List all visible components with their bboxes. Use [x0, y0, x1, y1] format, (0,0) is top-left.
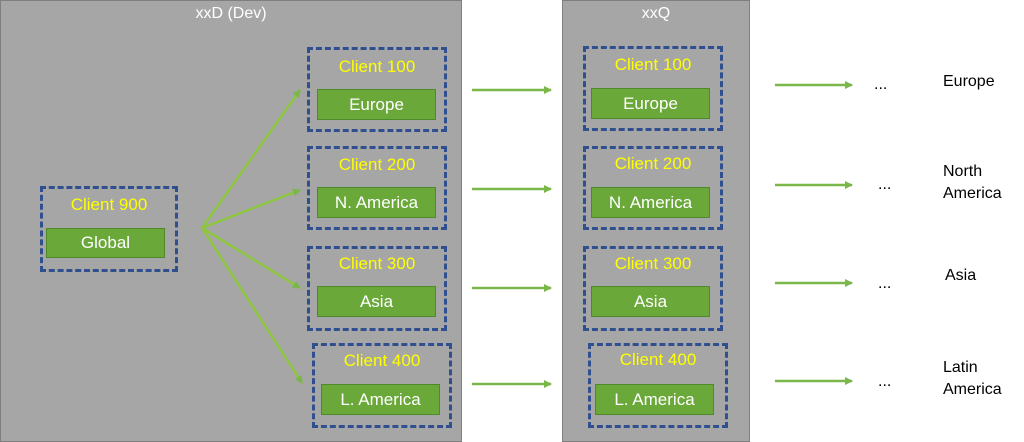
client-900-box: Client 900 Global	[40, 186, 178, 272]
qa-client-300-label: Client 300	[614, 254, 692, 273]
qa-client-400-label: Client 400	[619, 350, 697, 369]
dev-client-300-box: Client 300 Asia	[307, 246, 447, 331]
dev-client-300-label: Client 300	[338, 254, 416, 273]
qa-client-200-box: Client 200 N. America	[583, 146, 723, 230]
ellipsis-latin-america: ...	[878, 373, 892, 390]
fanout-arrow-client-400	[200, 227, 304, 384]
qa-system-panel: xxQ	[562, 0, 750, 442]
dev-system-panel: xxD (Dev)	[0, 0, 462, 442]
ellipsis-europe: ...	[874, 76, 888, 93]
qa-latin-america-region-box: L. America	[595, 384, 714, 415]
target-label-north-america-line2: America	[943, 185, 1002, 202]
qa-client-100-label: Client 100	[614, 55, 692, 74]
target-label-latin-america-line2: America	[943, 381, 1002, 398]
qa-system-title: xxQ	[641, 5, 671, 22]
target-label-asia-line1: Asia	[945, 267, 977, 284]
fanout-arrow-client-100	[200, 89, 302, 229]
dev-north-america-region-box: N. America	[317, 187, 436, 218]
dev-client-100-box: Client 100 Europe	[307, 47, 447, 132]
qa-client-200-label: Client 200	[614, 154, 692, 173]
dev-client-400-label: Client 400	[343, 351, 421, 370]
dev-client-200-box: Client 200 N. America	[307, 146, 447, 230]
global-region-box: Global	[46, 228, 165, 258]
target-label-north-america: North America	[943, 161, 1002, 205]
dev-europe-region-box: Europe	[317, 89, 436, 120]
dev-client-100-label: Client 100	[338, 57, 416, 76]
fanout-arrow-client-200	[201, 188, 301, 230]
qa-client-300-box: Client 300 Asia	[583, 246, 723, 331]
fanout-arrow-client-300	[201, 226, 301, 290]
ellipsis-asia: ...	[878, 275, 892, 292]
client-900-label: Client 900	[70, 195, 148, 214]
target-label-europe: Europe	[943, 71, 995, 93]
dev-client-400-box: Client 400 L. America	[312, 343, 452, 428]
ellipsis-north-america: ...	[878, 176, 892, 193]
dev-latin-america-region-box: L. America	[321, 384, 440, 415]
qa-asia-region-box: Asia	[591, 286, 710, 317]
qa-client-400-box: Client 400 L. America	[588, 343, 728, 428]
target-label-north-america-line1: North	[943, 163, 983, 180]
target-label-europe-line1: Europe	[943, 73, 995, 90]
qa-north-america-region-box: N. America	[591, 187, 710, 218]
qa-europe-region-box: Europe	[591, 88, 710, 119]
dev-client-200-label: Client 200	[338, 155, 416, 174]
target-label-asia: Asia	[945, 265, 976, 287]
target-label-latin-america-line1: Latin	[943, 359, 978, 376]
target-label-latin-america: Latin America	[943, 357, 1002, 401]
dev-asia-region-box: Asia	[317, 286, 436, 317]
qa-client-100-box: Client 100 Europe	[583, 46, 723, 131]
dev-system-title: xxD (Dev)	[195, 5, 267, 22]
